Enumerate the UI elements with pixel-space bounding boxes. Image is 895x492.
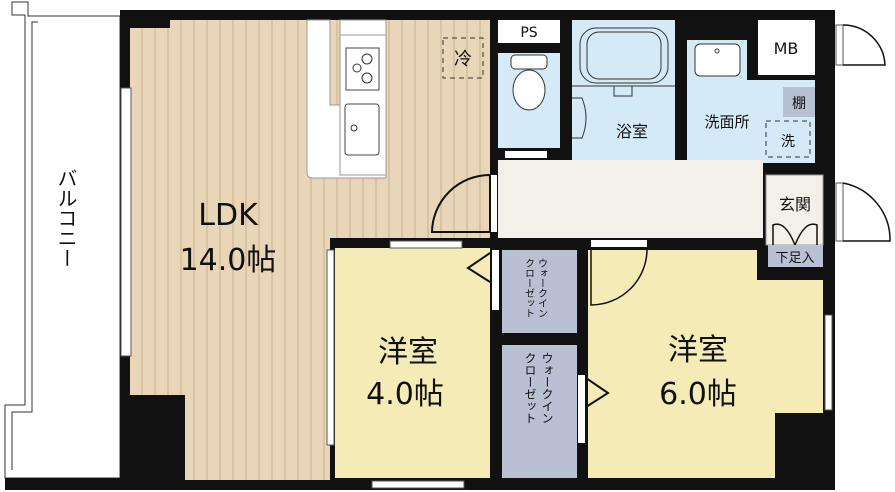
washer-space	[765, 120, 811, 158]
svg-text:棚: 棚	[792, 96, 806, 112]
svg-text:クローゼット: クローゼット	[523, 258, 535, 318]
front-door[interactable]	[842, 182, 891, 242]
svg-text:洋室: 洋室	[668, 333, 728, 368]
balcony-window[interactable]	[120, 87, 132, 357]
svg-text:4.0帖: 4.0帖	[366, 377, 444, 412]
shoe-cabinet	[768, 245, 823, 267]
svg-text:6.0帖: 6.0帖	[659, 377, 737, 412]
svg-text:浴室: 浴室	[616, 122, 648, 141]
svg-text:ウォークイン: ウォークイン	[536, 258, 548, 318]
washroom: 洗面所 棚 洗	[687, 40, 815, 163]
sink-icon	[344, 103, 380, 156]
sliding-door[interactable]	[389, 240, 463, 249]
mb-label: MB	[774, 39, 799, 58]
room-small-floor	[335, 248, 490, 478]
svg-text:玄関: 玄関	[779, 195, 811, 214]
svg-text:洗面所: 洗面所	[704, 113, 749, 131]
bathtub-icon	[586, 31, 662, 80]
shelf	[783, 87, 815, 117]
ldk-name: LDK	[198, 198, 259, 233]
balcony-label: バルコニー	[54, 168, 78, 268]
walk-in-closet-2[interactable]: ウォークイン クローゼット	[502, 345, 577, 478]
hallway	[498, 160, 763, 238]
room-large-label: 洋室 6.0帖	[659, 333, 737, 412]
washbasin-icon	[694, 43, 741, 77]
svg-text:洗: 洗	[781, 134, 795, 150]
svg-text:クローゼット: クローゼット	[523, 352, 537, 424]
fridge-space: 冷	[442, 37, 484, 79]
ps-label: PS	[520, 25, 537, 41]
ldk-label: LDK 14.0帖	[180, 198, 277, 278]
closet-2-door[interactable]	[585, 377, 610, 408]
mb-space	[758, 20, 815, 75]
svg-text:冷: 冷	[454, 49, 472, 70]
room-large-window[interactable]	[824, 314, 833, 411]
svg-text:洋室: 洋室	[378, 335, 438, 370]
stove-icon	[345, 47, 380, 91]
room-small-window[interactable]	[371, 480, 465, 489]
room-small-side-window[interactable]	[326, 249, 335, 446]
mb-door[interactable]	[842, 24, 886, 66]
walk-in-closet-1[interactable]: ウォークイン クローゼット	[502, 250, 577, 333]
bathroom: 浴室	[572, 20, 675, 163]
ldk-door[interactable]	[430, 174, 491, 233]
ldk-size: 14.0帖	[180, 243, 277, 278]
kitchen-counter	[306, 19, 387, 179]
balcony: バルコニー	[4, 1, 121, 479]
svg-text:バルコニー: バルコニー	[54, 168, 78, 268]
toilet-tank-icon	[510, 54, 548, 70]
toilet-room	[498, 53, 560, 148]
ldk-floor	[130, 20, 490, 480]
room-small-label: 洋室 4.0帖	[366, 335, 444, 412]
entrance: 玄関 下足入	[765, 174, 824, 267]
toilet-icon	[512, 69, 546, 111]
room-large-floor	[588, 250, 823, 478]
ps-space	[498, 20, 560, 43]
room-large-door[interactable]	[590, 247, 648, 306]
room-small-door[interactable]	[466, 252, 491, 283]
svg-text:ウォークイン: ウォークイン	[540, 352, 554, 424]
svg-text:下足入: 下足入	[775, 251, 814, 266]
